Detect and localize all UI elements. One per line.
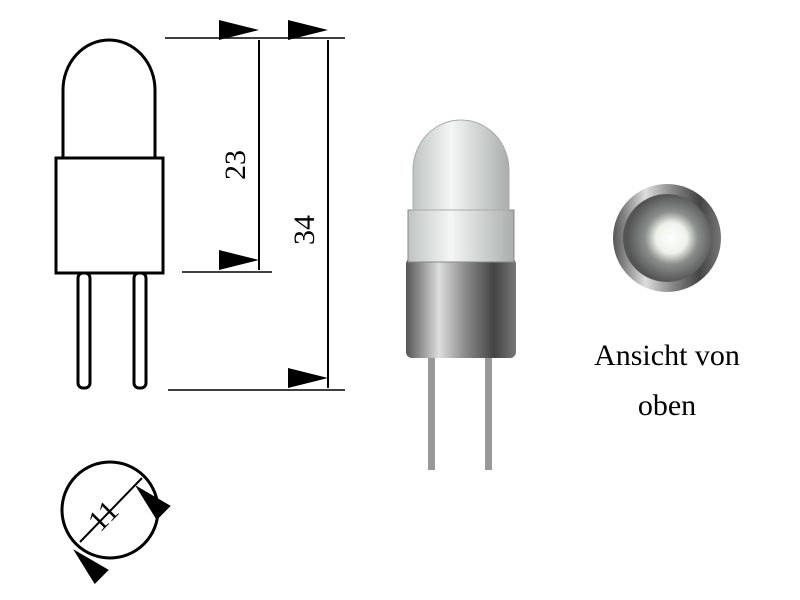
caption-line-2: oben	[637, 389, 697, 422]
bulb-outline	[54, 38, 165, 390]
led-top-view-photo	[613, 184, 721, 292]
dimension-23: 23	[219, 150, 252, 180]
led-bulb-photo	[406, 119, 516, 470]
dimension-lines	[165, 20, 345, 391]
dimension-34: 34	[288, 215, 321, 245]
caption-line-1: Ansicht von	[594, 339, 740, 372]
